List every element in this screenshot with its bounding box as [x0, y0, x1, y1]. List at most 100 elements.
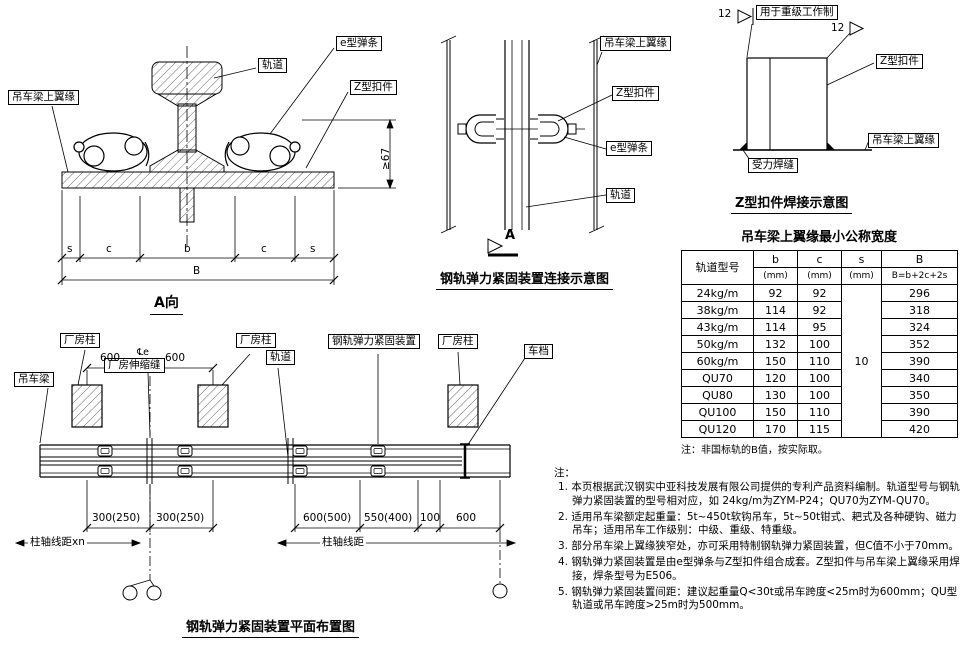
- rail-label: 轨道: [258, 58, 287, 73]
- clip-right-plan: [530, 114, 577, 144]
- beam-flange-plate: [61, 171, 335, 223]
- heavy-duty-flag: 用于重级工作制: [756, 5, 838, 20]
- dim-height: ≥67: [380, 147, 392, 170]
- flange-label: 吊车梁上翼缘: [8, 90, 79, 105]
- dim-c1: c: [106, 243, 112, 255]
- header-model: 轨道型号: [681, 250, 754, 285]
- crane-beam-label: 吊车梁: [14, 372, 54, 387]
- dim-top-600-b: 600: [165, 352, 186, 364]
- cell-c: 100: [797, 335, 842, 353]
- table-row: 50kg/m 132 100 352: [681, 335, 958, 353]
- cell-b: 92: [753, 284, 798, 302]
- rail-label: 轨道: [606, 188, 635, 203]
- column-label-3: 厂房柱: [438, 334, 478, 349]
- flange-label: 吊车梁上翼缘: [600, 36, 671, 51]
- cell-B: 390: [881, 403, 958, 421]
- dim-b: b: [184, 243, 191, 255]
- cell-model: 50kg/m: [681, 335, 754, 353]
- section-mark-a: A: [505, 228, 516, 243]
- cell-model: 24kg/m: [681, 284, 754, 302]
- axis-distance-arrows: [14, 539, 517, 547]
- column-label-2: 厂房柱: [236, 333, 276, 348]
- cell-c: 110: [797, 403, 842, 421]
- cell-model: QU70: [681, 369, 754, 387]
- note-4: 4. 钢轨弹力紧固装置是由e型弹条与Z型扣件组合成套。Z型扣件与吊车梁上翼缘采用…: [558, 555, 960, 582]
- leader-lines: [525, 51, 613, 208]
- weld-symbol-left: [737, 8, 754, 58]
- weld-diagram-drawing: [733, 8, 875, 164]
- cell-b: 114: [753, 301, 798, 319]
- z-clip-section: [746, 57, 828, 151]
- plan-layout-drawing: [14, 349, 526, 601]
- z-clip-label: Z型扣件: [612, 86, 659, 101]
- section-a-title: A向: [150, 292, 183, 315]
- connection-diagram-title: 钢轨弹力紧固装置连接示意图: [436, 268, 614, 290]
- weld-size-right: 12: [831, 22, 845, 34]
- rail-label: 轨道: [266, 350, 295, 365]
- table-row: 60kg/m 150 110 390: [681, 352, 958, 370]
- table-footnote: 注：非国标轨的B值，按实际取。: [681, 445, 828, 456]
- header-b: b: [753, 250, 798, 268]
- axis-distance-right: 柱轴线距: [320, 536, 366, 549]
- dim-300a: 300(250): [92, 512, 141, 524]
- header-c: c: [797, 250, 842, 268]
- cell-c: 92: [797, 284, 842, 302]
- cell-b: 150: [753, 352, 798, 370]
- note-2: 2. 适用吊车梁额定起重量：5t~450t软钩吊车，5t~50t钳式、耙式及各种…: [558, 510, 957, 537]
- cell-model: 38kg/m: [681, 301, 754, 319]
- cell-b: 132: [753, 335, 798, 353]
- cell-b: 150: [753, 403, 798, 421]
- cell-b: 130: [753, 386, 798, 404]
- dim-550-400: 550(400): [364, 512, 413, 524]
- table-row: QU80 130 100 350: [681, 386, 958, 404]
- table-row: 38kg/m 114 92 318: [681, 301, 958, 319]
- dim-600-500: 600(500): [303, 512, 352, 524]
- flange-label: 吊车梁上翼缘: [868, 133, 939, 148]
- dim-100: 100: [420, 512, 441, 524]
- z-clip-label: Z型扣件: [350, 80, 397, 95]
- cell-b: 170: [753, 420, 798, 438]
- cell-c: 100: [797, 386, 842, 404]
- note-1: 1. 本页根据武汉钢实中亚科技发展有限公司提供的专利产品资料编制。轨道型号与钢轨…: [558, 481, 960, 507]
- weld-size-left: 12: [718, 8, 732, 20]
- header-B: B: [881, 250, 958, 268]
- notes-heading: 注：: [554, 467, 575, 479]
- connection-diagram-drawing: [440, 35, 613, 257]
- e-clip-label: e型弹条: [606, 141, 652, 156]
- header-s: s: [841, 250, 882, 268]
- expansion-joint-label: 厂房伸缩缝: [104, 358, 165, 373]
- cell-model: 60kg/m: [681, 352, 754, 370]
- cell-model: 43kg/m: [681, 318, 754, 336]
- bottom-dimension-chain: [82, 480, 505, 533]
- table-row: 24kg/m 92 92 10 296: [681, 284, 958, 438]
- cell-model: QU100: [681, 403, 754, 421]
- note-5: 5. 钢轨弹力紧固装置间距：建议起重量Q<30t或吊车跨度<25m时为600mm…: [558, 585, 958, 612]
- note-3: 3. 部分吊车梁上翼缘狭窄处，亦可采用特制钢轨弹力紧固装置，但C值不小于70mm…: [558, 540, 960, 553]
- header-B-formula: B=b+2c+2s: [881, 267, 958, 285]
- cell-B: 340: [881, 369, 958, 387]
- weld-fillets: [739, 142, 835, 150]
- dim-c2: c: [261, 243, 267, 255]
- z-clip-label: Z型扣件: [876, 54, 923, 69]
- cell-B: 390: [881, 352, 958, 370]
- flange-width-table: 轨道型号 b c s B (mm) (mm) (mm) B=b+2c+2s 24…: [681, 250, 958, 438]
- dim-B: B: [193, 265, 201, 277]
- rail-lines: [504, 40, 530, 230]
- flange-width-table-block: 吊车梁上翼缘最小公称宽度 轨道型号 b c s B (mm) (mm) (mm)…: [681, 226, 958, 456]
- table-row: 43kg/m 114 95 324: [681, 318, 958, 336]
- axis-distance-left: 柱轴线距xn: [28, 536, 87, 549]
- dim-s1: s: [67, 243, 73, 255]
- table-row: QU120 170 115 420: [681, 420, 958, 438]
- dimension-chain-bottom: [57, 190, 339, 285]
- cell-c: 115: [797, 420, 842, 438]
- crane-beam-lines: [39, 444, 511, 478]
- dim-300b: 300(250): [156, 512, 205, 524]
- dim-600: 600: [456, 512, 477, 524]
- dim-s2: s: [310, 243, 316, 255]
- cell-b: 120: [753, 369, 798, 387]
- cell-c: 92: [797, 301, 842, 319]
- cell-c: 100: [797, 369, 842, 387]
- weld-seam-label: 受力焊缝: [748, 158, 798, 173]
- fastening-device-label: 钢轨弹力紧固装置: [328, 334, 420, 349]
- plan-layout-title: 钢轨弹力紧固装置平面布置图: [182, 616, 360, 638]
